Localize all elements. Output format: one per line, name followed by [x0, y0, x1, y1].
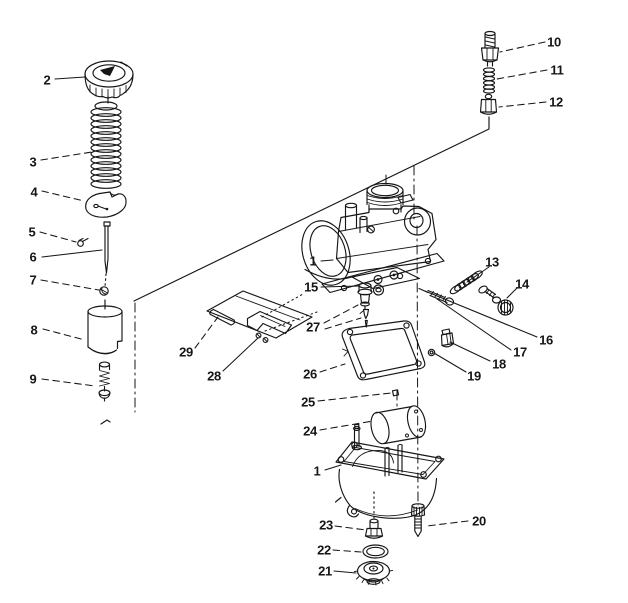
throttle-stop-screw-drawing	[478, 285, 514, 316]
jet-nut-drawing	[479, 93, 498, 115]
callout-part-6: 6	[29, 249, 37, 265]
washer-drawing	[427, 348, 436, 357]
adjuster-screw-drawing	[98, 361, 111, 402]
callout-part-19: 19	[467, 368, 481, 384]
bracket-drawing	[246, 310, 293, 343]
assembly-axis-lines	[100, 95, 490, 519]
callout-part-1-lower: 1	[313, 463, 321, 479]
callout-part-8: 8	[30, 322, 38, 338]
callout-part-18: 18	[492, 356, 506, 372]
callout-part-2: 2	[43, 72, 51, 88]
small-screw-drawing	[77, 237, 89, 247]
callout-part-29: 29	[179, 344, 193, 360]
throttle-slide-drawing	[87, 299, 123, 355]
float-needle-drawing	[359, 308, 370, 328]
fitting-drawing	[480, 30, 500, 67]
pilot-jet-drawing	[440, 328, 455, 348]
small-spring-drawing	[482, 67, 496, 94]
callout-part-7: 7	[29, 272, 37, 288]
callout-part-22: 22	[317, 542, 331, 558]
bowl-gasket-drawing	[341, 320, 426, 381]
pilot-air-screw-drawing	[418, 287, 455, 306]
o-ring-drawing	[362, 544, 389, 559]
clip-drawing	[99, 286, 109, 296]
carburetor-body-drawing	[301, 182, 445, 294]
callout-part-17: 17	[513, 344, 527, 360]
callout-part-23: 23	[319, 517, 333, 533]
callout-part-5: 5	[28, 224, 36, 240]
main-jet-drawing	[364, 518, 384, 539]
callout-part-3: 3	[29, 154, 37, 170]
float-drawing	[370, 405, 427, 445]
callout-part-24: 24	[303, 423, 317, 439]
callout-part-12: 12	[549, 94, 563, 110]
spring-drawing	[90, 101, 122, 189]
throttle-stop-spring-drawing	[449, 270, 483, 295]
callout-part-25: 25	[301, 394, 315, 410]
callout-part-14: 14	[515, 276, 529, 292]
callout-part-27: 27	[306, 319, 320, 335]
callout-part-9: 9	[29, 371, 37, 387]
needle-seat-drawing	[357, 282, 385, 310]
callout-part-15: 15	[304, 279, 318, 295]
callout-part-1-upper: 1	[309, 253, 317, 269]
callout-part-10: 10	[547, 34, 561, 50]
pin-drawing	[391, 389, 400, 397]
callout-part-13: 13	[485, 254, 499, 270]
callout-part-26: 26	[303, 366, 317, 382]
callout-part-21: 21	[318, 563, 332, 579]
cap-drawing	[84, 60, 134, 99]
drain-plug-drawing	[353, 560, 394, 586]
plate-drawing	[85, 191, 127, 218]
callout-part-11: 11	[550, 62, 564, 78]
drain-screw-drawing	[410, 503, 426, 538]
float-bowl-drawing	[334, 423, 445, 519]
callout-part-16: 16	[539, 332, 553, 348]
callout-part-4: 4	[30, 184, 38, 200]
jet-needle-drawing	[103, 221, 111, 274]
callout-part-20: 20	[472, 513, 486, 529]
callout-part-28: 28	[207, 368, 221, 384]
